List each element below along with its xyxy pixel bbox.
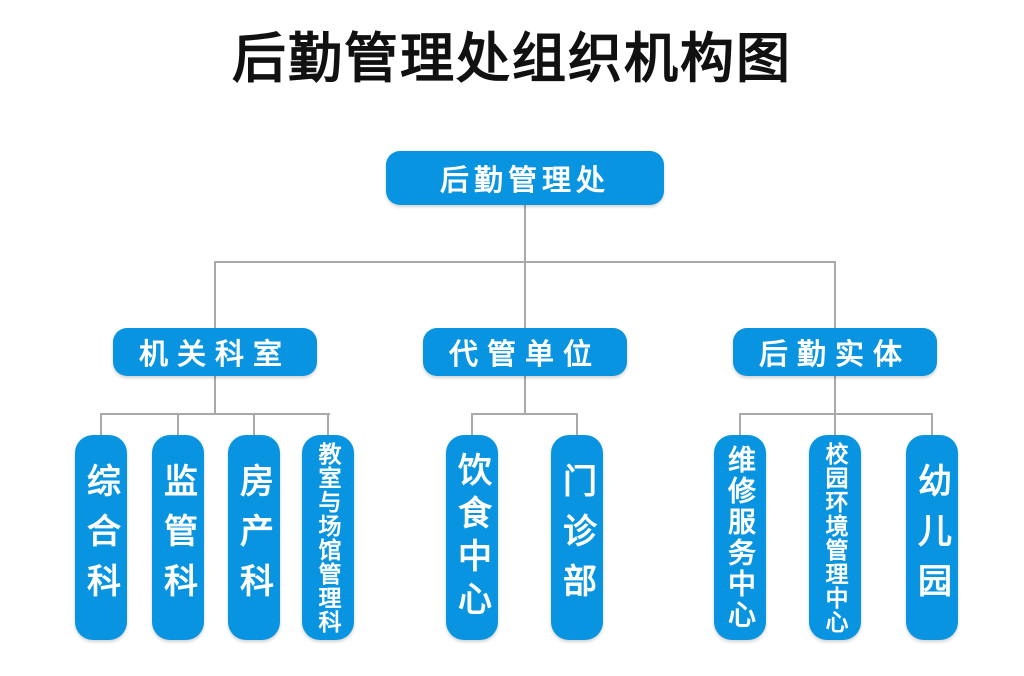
connector-branch1-stem bbox=[524, 376, 526, 415]
leaf-dining-center: 饮食中心 bbox=[446, 435, 498, 640]
connector-branch2-child0-drop bbox=[739, 413, 741, 437]
connector-branch1-rail bbox=[471, 413, 578, 415]
node-root: 后勤管理处 bbox=[386, 151, 664, 205]
leaf-classroom-venue-section: 教室与场馆管理科 bbox=[302, 435, 354, 640]
branch-managed-units: 代管单位 bbox=[423, 328, 627, 376]
connector-branch0-rail bbox=[100, 413, 330, 415]
leaf-housing-section: 房产科 bbox=[228, 435, 280, 640]
connector-branch1-child1-drop bbox=[576, 413, 578, 437]
connector-branch2-stem bbox=[834, 376, 836, 415]
leaf-supervision-section: 监管科 bbox=[152, 435, 204, 640]
branch-admin-offices: 机关科室 bbox=[113, 328, 317, 376]
connector-branch0-child2-drop bbox=[253, 413, 255, 437]
leaf-kindergarten: 幼儿园 bbox=[906, 435, 958, 640]
leaf-clinic: 门诊部 bbox=[551, 435, 603, 640]
connector-branch0-drop bbox=[214, 261, 216, 328]
connector-branch2-rail bbox=[739, 413, 933, 415]
connector-branch2-child1-drop bbox=[834, 413, 836, 437]
connector-root-stem bbox=[524, 205, 526, 262]
branch-logistics-entities: 后勤实体 bbox=[733, 328, 937, 376]
leaf-campus-environment-center: 校园环境管理中心 bbox=[809, 435, 861, 640]
connector-branch0-stem bbox=[214, 376, 216, 415]
connector-branch0-child0-drop bbox=[100, 413, 102, 437]
chart-title: 后勤管理处组织机构图 bbox=[232, 29, 792, 89]
connector-branch2-child2-drop bbox=[931, 413, 933, 437]
connector-branch1-child0-drop bbox=[471, 413, 473, 437]
connector-branch1-drop bbox=[524, 261, 526, 328]
connector-branch0-child3-drop bbox=[327, 413, 329, 437]
connector-branch0-child1-drop bbox=[177, 413, 179, 437]
leaf-general-section: 综合科 bbox=[75, 435, 127, 640]
connector-branch2-drop bbox=[834, 261, 836, 328]
leaf-maintenance-center: 维修服务中心 bbox=[714, 435, 766, 640]
